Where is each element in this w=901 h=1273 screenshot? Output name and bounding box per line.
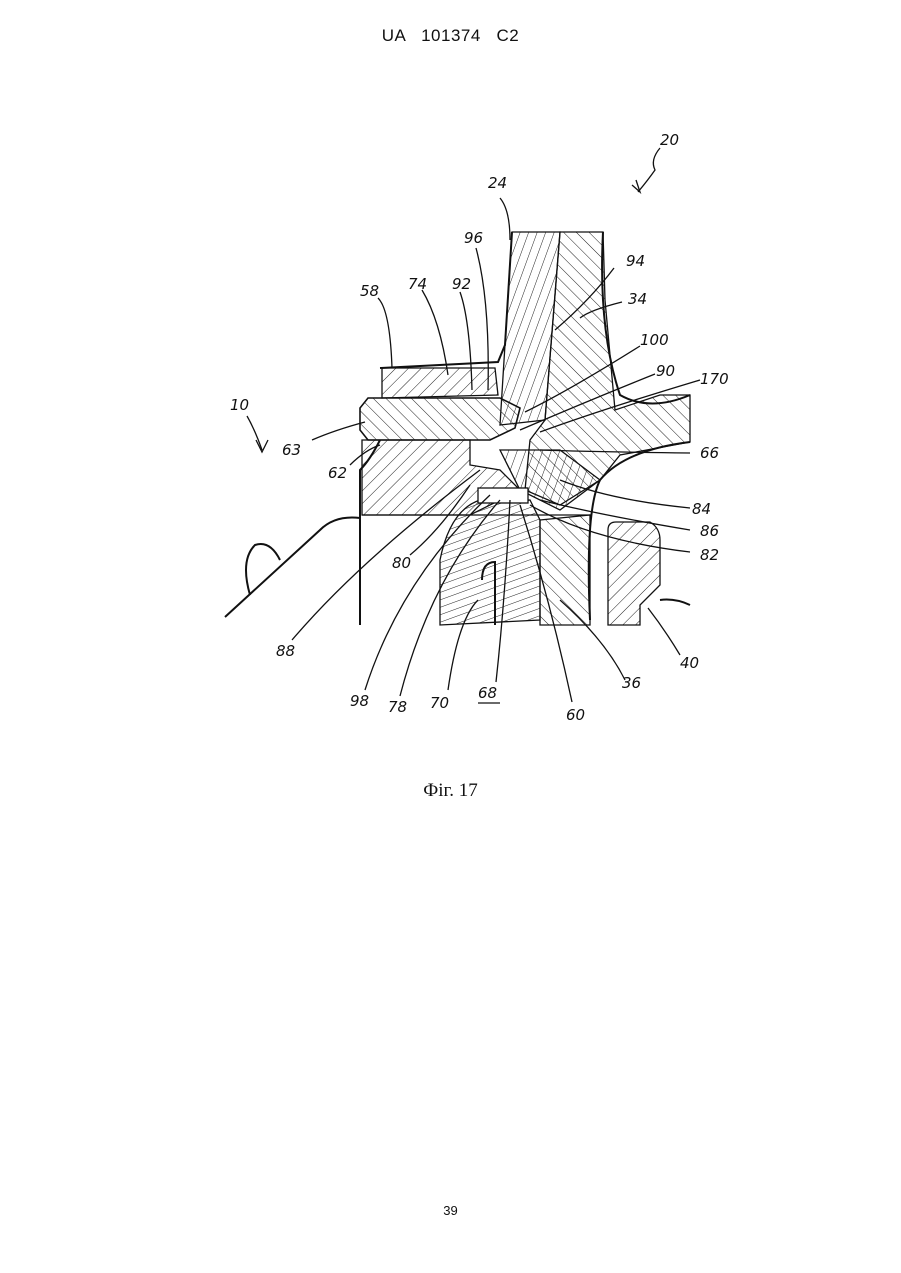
- label-58: 58: [360, 282, 379, 300]
- figure-caption: Фіг. 17: [0, 780, 901, 802]
- label-90: 90: [656, 362, 675, 380]
- part-63-bolt: [360, 398, 520, 440]
- label-60: 60: [566, 706, 585, 724]
- label-88: 88: [276, 642, 295, 660]
- label-100: 100: [640, 331, 669, 349]
- label-98: 98: [350, 692, 369, 710]
- label-66: 66: [700, 444, 719, 462]
- label-20: 20: [660, 131, 679, 149]
- label-78: 78: [388, 698, 407, 716]
- label-96: 96: [464, 229, 483, 247]
- label-68: 68: [478, 684, 497, 702]
- part-36-shaft: [540, 515, 590, 625]
- label-36: 36: [622, 674, 641, 692]
- label-94: 94: [626, 252, 645, 270]
- label-70: 70: [430, 694, 449, 712]
- page-number: 39: [0, 1203, 901, 1218]
- label-40: 40: [680, 654, 699, 672]
- label-24: 24: [488, 174, 507, 192]
- label-74: 74: [408, 275, 427, 293]
- part-58-flange: [382, 368, 498, 398]
- label-84: 84: [692, 500, 711, 518]
- label-80: 80: [392, 554, 411, 572]
- label-62: 62: [328, 464, 347, 482]
- label-63: 63: [282, 441, 301, 459]
- label-82: 82: [700, 546, 719, 564]
- label-170: 170: [700, 370, 729, 388]
- label-34: 34: [628, 290, 647, 308]
- label-86: 86: [700, 522, 719, 540]
- label-10: 10: [230, 396, 249, 414]
- label-92: 92: [452, 275, 471, 293]
